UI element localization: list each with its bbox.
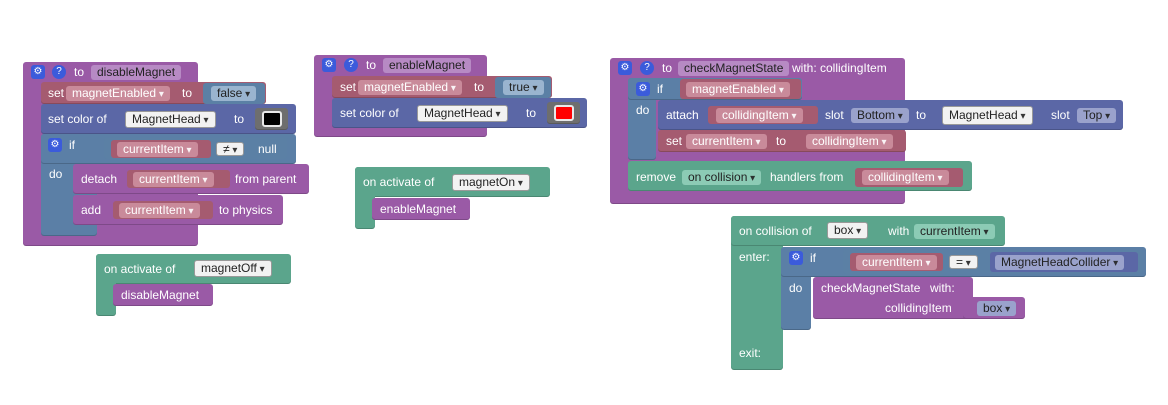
remove-label: remove <box>636 170 677 184</box>
call-enable-magnet[interactable] <box>372 198 470 220</box>
current-item-var[interactable]: currentItem <box>117 142 198 157</box>
attach-label: attach <box>666 108 699 122</box>
call-label: enableMagnet <box>380 202 457 216</box>
enter-label: enter: <box>739 250 770 264</box>
to-label: to <box>234 112 245 126</box>
add-label: add <box>81 203 102 217</box>
with-param-label: with: collidingItem <box>792 61 887 75</box>
gear-icon[interactable]: ⚙ <box>636 82 650 96</box>
on-activate-label: on activate of <box>104 262 176 276</box>
equals-operator[interactable]: = <box>949 255 978 269</box>
magnet-head-collider-dropdown[interactable]: MagnetHeadCollider <box>995 255 1125 270</box>
call-with-label: with: <box>930 281 955 295</box>
help-icon[interactable]: ? <box>344 58 358 72</box>
magnet-on-dropdown[interactable]: magnetOn <box>452 174 530 191</box>
magnet-off-dropdown[interactable]: magnetOff <box>194 260 272 277</box>
to-label: to <box>474 80 485 94</box>
current-item-param[interactable]: currentItem <box>914 224 995 239</box>
color-swatch-red[interactable] <box>554 105 574 121</box>
not-equal-operator[interactable]: ≠ <box>216 142 245 156</box>
if-label: if <box>810 251 816 265</box>
gear-icon[interactable]: ⚙ <box>48 138 62 152</box>
call-disable-magnet[interactable] <box>113 284 213 306</box>
current-item-var[interactable]: currentItem <box>119 203 200 218</box>
do-label: do <box>49 167 63 181</box>
on-collision-dropdown[interactable]: on collision <box>682 170 762 185</box>
call-label: checkMagnetState <box>821 281 921 295</box>
exit-label: exit: <box>739 346 762 360</box>
from-parent-label: from parent <box>235 172 297 186</box>
set-label: set <box>48 86 65 100</box>
help-icon[interactable]: ? <box>640 61 654 75</box>
magnet-head-dropdown[interactable]: MagnetHead <box>942 106 1033 125</box>
current-item-var[interactable]: currentItem <box>133 172 214 187</box>
call-label: disableMagnet <box>121 288 200 302</box>
true-value[interactable]: true <box>503 80 544 95</box>
with-label: with <box>888 224 910 238</box>
on-activate-label: on activate of <box>363 175 435 189</box>
box-dropdown[interactable]: box <box>827 222 869 239</box>
current-item-var[interactable]: currentItem <box>686 134 767 149</box>
to-label: to <box>526 106 537 120</box>
to-physics-label: to physics <box>219 203 273 217</box>
help-icon[interactable]: ? <box>52 65 66 79</box>
to-label: to <box>182 86 193 100</box>
magnet-enabled-var[interactable]: magnetEnabled <box>66 86 170 101</box>
set-color-label: set color of <box>48 112 107 126</box>
slot-top-dropdown[interactable]: Top <box>1077 108 1117 123</box>
to-label: to <box>74 65 85 79</box>
to-label: to <box>776 134 787 148</box>
colliding-item-var[interactable]: collidingItem <box>806 134 893 149</box>
slot-label: slot <box>1051 108 1070 122</box>
handlers-from-label: handlers from <box>770 170 844 184</box>
gear-icon[interactable]: ⚙ <box>618 61 632 75</box>
gear-icon[interactable]: ⚙ <box>31 65 45 79</box>
color-swatch-black[interactable] <box>262 111 282 127</box>
slot-bottom-dropdown[interactable]: Bottom <box>851 108 909 123</box>
current-item-var[interactable]: currentItem <box>856 255 937 270</box>
procedure-name-field[interactable]: checkMagnetState <box>678 61 790 76</box>
procedure-name-field[interactable]: enableMagnet <box>383 58 472 73</box>
event-body[interactable] <box>96 254 116 316</box>
gear-icon[interactable]: ⚙ <box>789 251 803 265</box>
call-check-magnet-state[interactable] <box>813 277 973 319</box>
null-value: null <box>258 142 277 156</box>
to-label: to <box>916 108 927 122</box>
magnet-enabled-var[interactable]: magnetEnabled <box>686 82 790 97</box>
magnet-head-dropdown[interactable]: MagnetHead <box>125 111 216 128</box>
set-label: set <box>666 134 683 148</box>
set-label: set <box>340 80 357 94</box>
false-value[interactable]: false <box>211 86 257 101</box>
detach-label: detach <box>81 172 118 186</box>
to-label: to <box>662 61 673 75</box>
set-color-label: set color of <box>340 106 399 120</box>
procedure-name-field[interactable]: disableMagnet <box>91 65 182 80</box>
if-label: if <box>657 82 663 96</box>
colliding-item-var[interactable]: collidingItem <box>862 170 949 185</box>
slot-label: slot <box>825 108 844 122</box>
event-body[interactable] <box>355 167 375 229</box>
if-label: if <box>69 138 75 152</box>
magnet-head-dropdown[interactable]: MagnetHead <box>417 105 508 122</box>
param-label: collidingItem <box>885 301 952 315</box>
magnet-enabled-var[interactable]: magnetEnabled <box>358 80 462 95</box>
to-label: to <box>366 58 377 72</box>
do-label: do <box>636 103 650 117</box>
do-label: do <box>789 281 803 295</box>
colliding-item-var[interactable]: collidingItem <box>716 108 803 123</box>
on-collision-label: on collision of <box>739 224 812 238</box>
gear-icon[interactable]: ⚙ <box>322 58 336 72</box>
box-value[interactable]: box <box>977 301 1017 316</box>
